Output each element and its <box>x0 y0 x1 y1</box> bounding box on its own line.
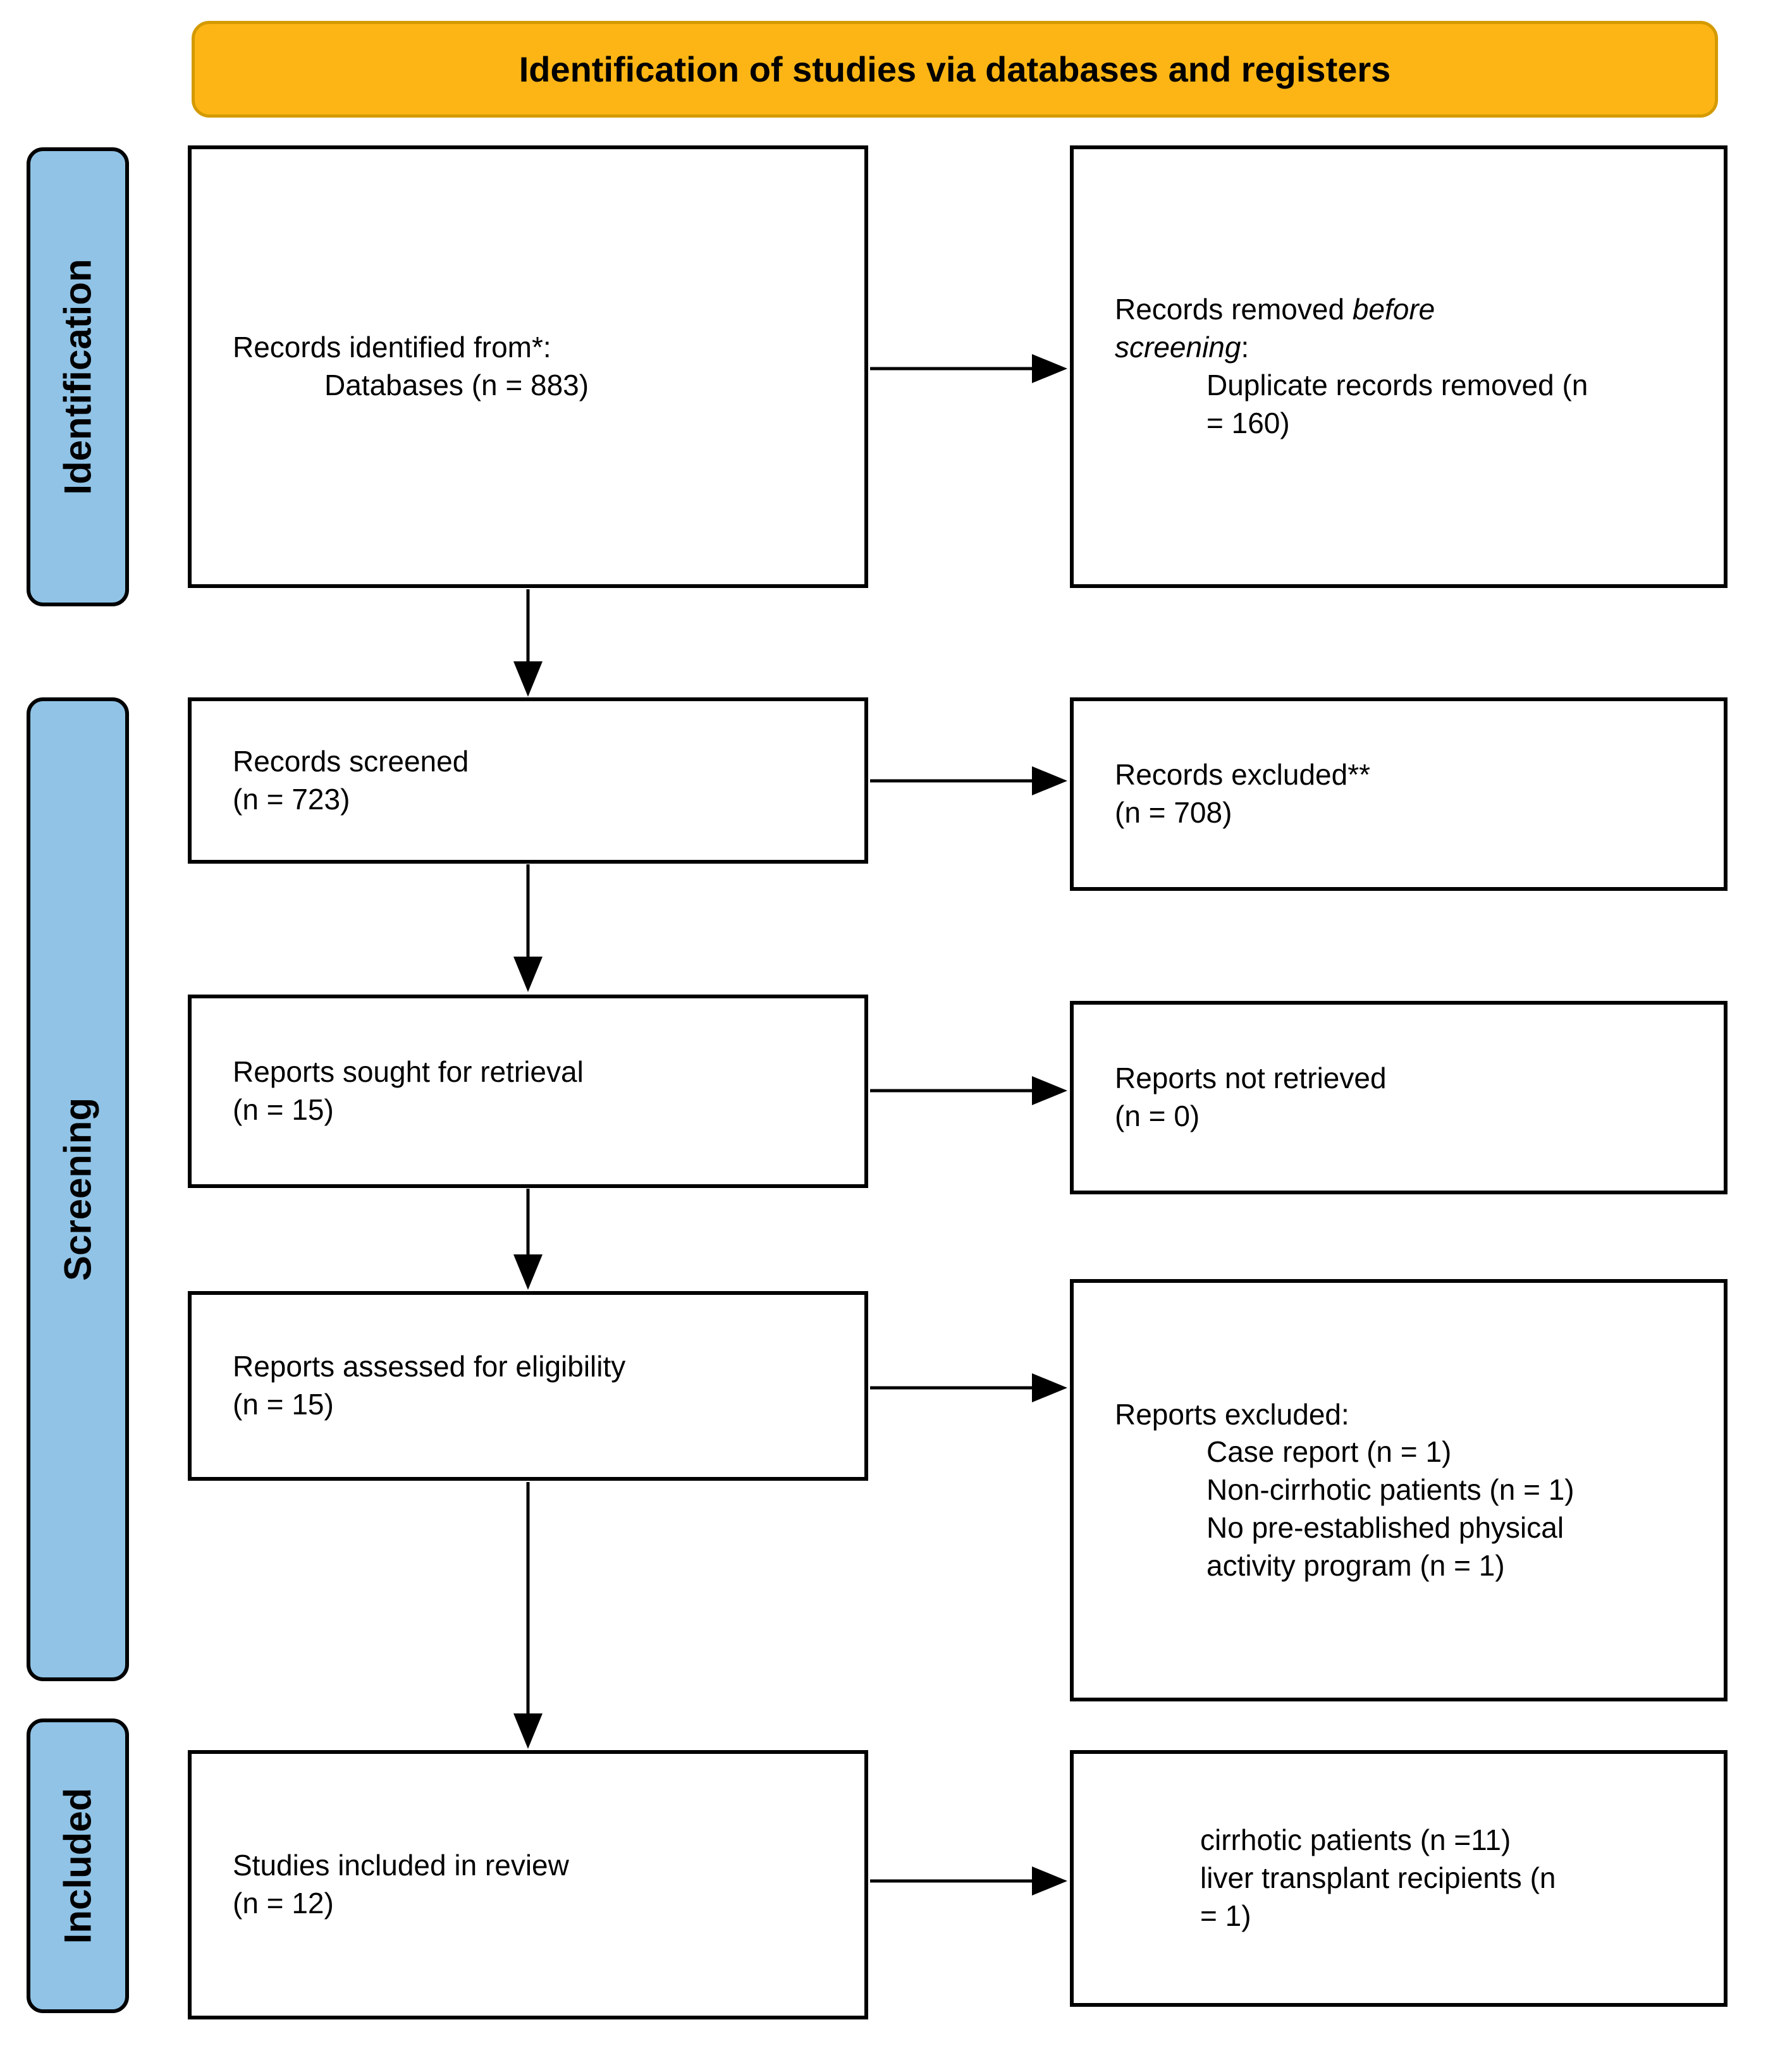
title-banner: Identification of studies via databases … <box>192 21 1718 118</box>
records-excluded-line1: Records excluded** <box>1115 758 1371 792</box>
arrow-sought-to-not-retrieved <box>870 1076 1067 1105</box>
box-reports-sought: Reports sought for retrieval (n = 15) <box>188 995 868 1188</box>
records-removed-intro-pre: Records removed <box>1115 293 1353 326</box>
stage-included-label: Included <box>56 1787 99 1944</box>
reports-not-retrieved-line1: Reports not retrieved <box>1115 1062 1387 1095</box>
stage-identification: Identification <box>27 147 129 606</box>
box-records-removed: Records removed before screening: Duplic… <box>1070 145 1728 588</box>
box-records-identified: Records identified from*: Databases (n =… <box>188 145 868 588</box>
stage-identification-label: Identification <box>56 259 99 495</box>
box-studies-included: Studies included in review (n = 12) <box>188 1750 868 2019</box>
records-excluded-line2: (n = 708) <box>1115 796 1232 829</box>
reports-not-retrieved-line2: (n = 0) <box>1115 1100 1200 1132</box>
arrow-screened-to-sought <box>513 864 543 992</box>
studies-included-line2: (n = 12) <box>233 1887 334 1920</box>
box-reports-not-retrieved: Reports not retrieved (n = 0) <box>1070 1001 1728 1194</box>
reports-excluded-line1: Reports excluded: <box>1115 1397 1349 1431</box>
box-included-breakdown: cirrhotic patients (n =11) liver transpl… <box>1070 1750 1728 2007</box>
box-reports-excluded: Reports excluded: Case report (n = 1) No… <box>1070 1279 1728 1701</box>
reports-excluded-item3: No pre-established physical activity pro… <box>1206 1510 1564 1582</box>
reports-excluded-item2: Non-cirrhotic patients (n = 1) <box>1206 1473 1574 1507</box>
records-removed-intro-post: : <box>1241 331 1249 364</box>
records-identified-line2: Databases (n = 883) <box>324 369 589 401</box>
stage-screening: Screening <box>27 697 129 1681</box>
records-screened-line2: (n = 723) <box>233 782 350 816</box>
included-breakdown-item2: liver transplant recipients (n = 1) <box>1200 1861 1556 1932</box>
studies-included-line1: Studies included in review <box>233 1849 569 1882</box>
arrow-identified-to-removed <box>870 354 1067 383</box>
reports-sought-line2: (n = 15) <box>233 1093 334 1126</box>
reports-excluded-item1: Case report (n = 1) <box>1206 1435 1452 1469</box>
box-records-excluded: Records excluded** (n = 708) <box>1070 697 1728 891</box>
records-removed-item1: Duplicate records removed (n = 160) <box>1206 369 1588 439</box>
records-removed-intro: Records removed before screening: <box>1074 291 1542 367</box>
arrow-assessed-to-reports-excluded <box>870 1373 1067 1402</box>
diagram-title: Identification of studies via databases … <box>519 49 1391 89</box>
arrow-included-to-breakdown <box>870 1866 1067 1896</box>
reports-sought-line1: Reports sought for retrieval <box>233 1055 584 1089</box>
stage-included: Included <box>27 1718 129 2013</box>
records-removed-intro-italic: before screening <box>1115 293 1435 364</box>
box-reports-assessed: Reports assessed for eligibility (n = 15… <box>188 1291 868 1481</box>
records-screened-line1: Records screened <box>233 744 469 778</box>
arrow-identified-to-screened <box>513 589 543 697</box>
records-identified-line1: Records identified from*: <box>233 331 551 364</box>
reports-assessed-line1: Reports assessed for eligibility <box>233 1350 626 1383</box>
arrow-assessed-to-included <box>513 1482 543 1749</box>
arrow-sought-to-assessed <box>513 1189 543 1290</box>
reports-assessed-line2: (n = 15) <box>233 1388 334 1421</box>
included-breakdown-item1: cirrhotic patients (n =11) <box>1200 1823 1511 1857</box>
stage-screening-label: Screening <box>56 1097 99 1282</box>
box-records-screened: Records screened (n = 723) <box>188 697 868 864</box>
arrow-screened-to-excluded <box>870 766 1067 795</box>
